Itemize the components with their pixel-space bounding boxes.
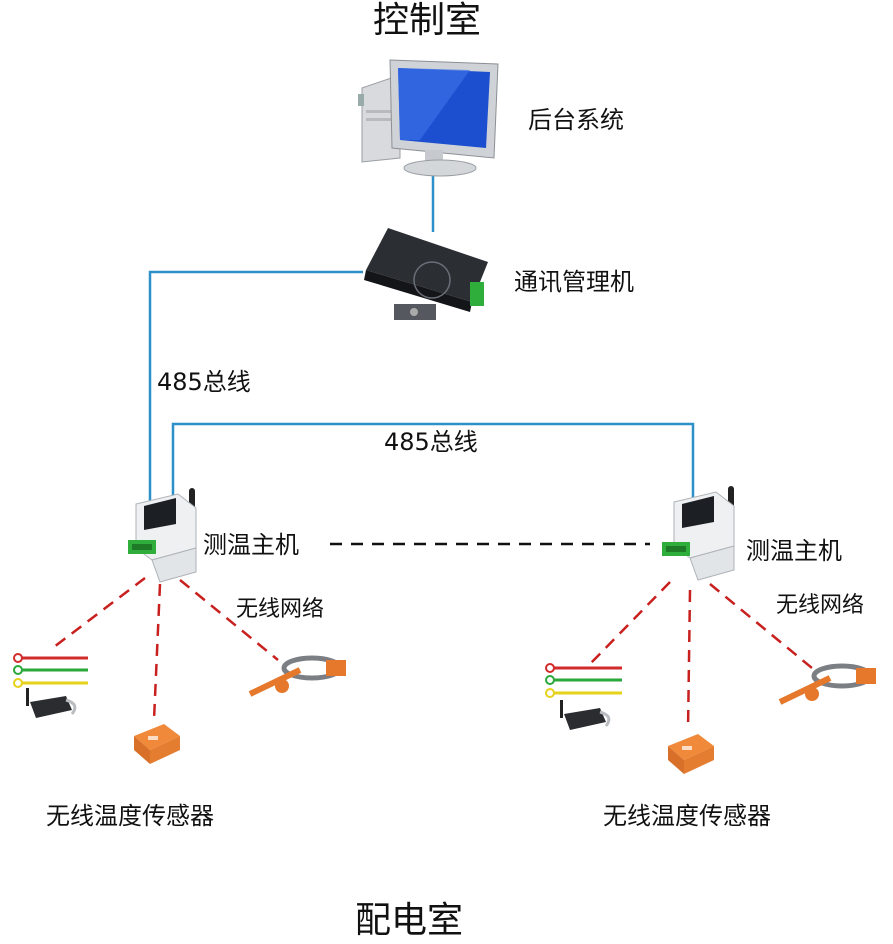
computer-icon xyxy=(358,59,499,177)
box-sensor-left-icon xyxy=(134,724,180,764)
bus-label-horizontal: 485总线 xyxy=(384,428,478,456)
bus-line-inner xyxy=(171,422,695,512)
bus-lines xyxy=(148,172,695,512)
wireless-right-label: 无线网络 xyxy=(776,593,865,618)
sensors-left-label: 无线温度传感器 xyxy=(46,802,214,830)
clamp-sensor-right-icon xyxy=(778,663,876,705)
bus-line-outer xyxy=(148,270,363,512)
distribution-room-title: 配电室 xyxy=(355,900,464,941)
wireless-sensor-small-right-icon xyxy=(560,700,611,730)
backend-system-label: 后台系统 xyxy=(528,106,624,134)
bus-label-vertical: 485总线 xyxy=(157,368,251,396)
cable-sensor-left-icon xyxy=(13,653,88,688)
wireless-left-label: 无线网络 xyxy=(236,597,325,622)
comm-manager-label: 通讯管理机 xyxy=(514,268,634,296)
host-left-label: 测温主机 xyxy=(203,531,299,559)
box-sensor-right-icon xyxy=(668,734,714,774)
cable-sensor-right-icon xyxy=(545,663,622,698)
wireless-sensor-small-left-icon xyxy=(26,688,77,718)
clamp-sensor-left-icon xyxy=(248,655,346,697)
temperature-host-right-icon xyxy=(662,486,735,581)
sensors-right-label: 无线温度传感器 xyxy=(603,802,771,830)
temperature-host-left-icon xyxy=(128,488,197,583)
control-room-title: 控制室 xyxy=(373,0,482,41)
communication-manager-icon xyxy=(364,228,488,320)
wireless-lines xyxy=(49,577,813,731)
host-right-label: 测温主机 xyxy=(746,537,842,565)
